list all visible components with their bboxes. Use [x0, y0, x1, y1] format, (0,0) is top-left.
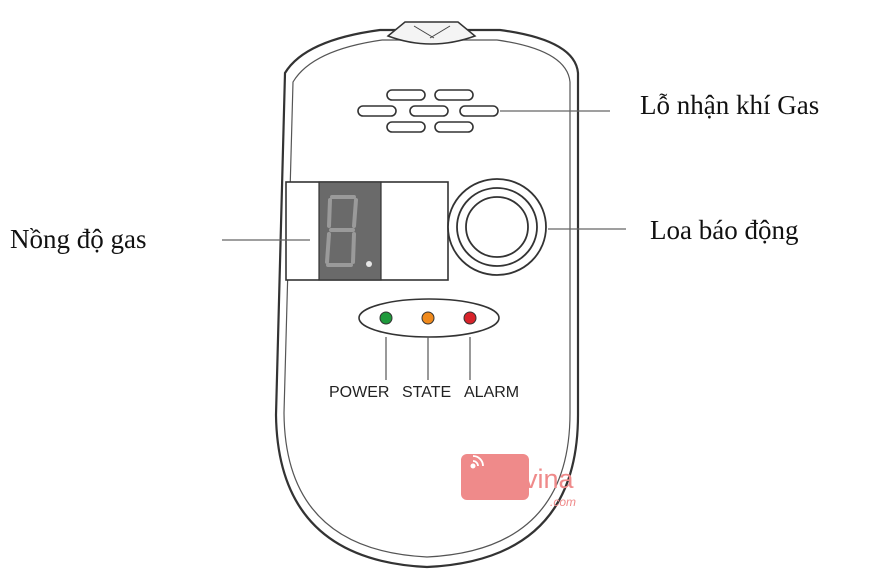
digit-eight — [325, 195, 358, 267]
top-clip — [386, 21, 477, 45]
state-led — [421, 311, 435, 325]
device-inner-outline — [283, 39, 571, 558]
led-label-power: POWER — [329, 384, 390, 401]
led-label-state: STATE — [402, 384, 452, 401]
label-alarm-speaker: Loa báo động — [650, 215, 799, 245]
gas-vents — [357, 89, 499, 133]
power-led — [379, 311, 393, 325]
watermark-domain: .com — [550, 495, 577, 509]
alarm-led — [463, 311, 477, 325]
label-gas-concentration: Nồng độ gas — [10, 224, 147, 254]
led-label-alarm: ALARM — [464, 384, 520, 401]
leader-lines — [222, 110, 626, 241]
olavina-logo-icon — [461, 454, 529, 500]
speaker — [447, 178, 547, 276]
watermark-brand: Olavina — [482, 464, 574, 494]
label-gas-inlet: Lỗ nhận khí Gas — [640, 90, 820, 120]
